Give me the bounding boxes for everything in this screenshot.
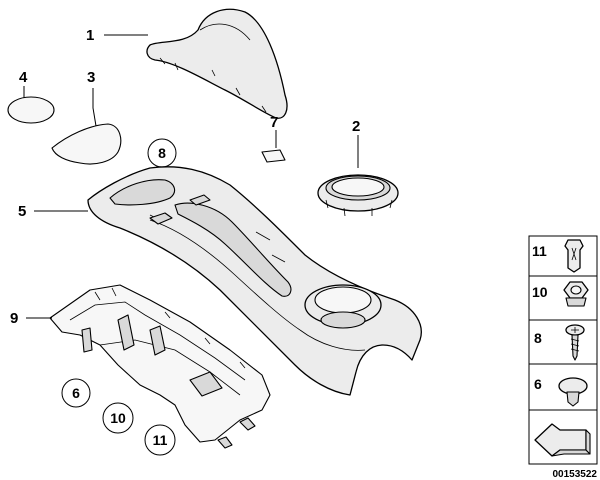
part-9-support-bracket	[49, 284, 271, 449]
callout-9: 9	[10, 310, 18, 327]
circled-callout-6: 6	[61, 378, 91, 408]
svg-text:8: 8	[158, 145, 166, 161]
diagram-code: 00153522	[553, 469, 598, 480]
circled-callout-10: 10	[102, 402, 134, 434]
callout-1: 1	[86, 27, 94, 44]
leader-line-3	[92, 88, 97, 127]
legend-row-8: 8	[534, 324, 585, 361]
callout-3: 3	[87, 69, 95, 86]
part-2-trim-ring	[317, 174, 399, 217]
svg-text:11: 11	[532, 243, 547, 259]
svg-text:8: 8	[534, 330, 542, 346]
hex-nut-icon	[563, 281, 589, 307]
circled-callout-11: 11	[144, 424, 176, 456]
part-4-round-disc	[7, 96, 55, 124]
svg-text:6: 6	[72, 385, 80, 401]
callout-2: 2	[352, 118, 360, 135]
part-3-cover-insert	[51, 123, 122, 165]
svg-text:6: 6	[534, 376, 542, 392]
screw-icon	[565, 324, 585, 361]
fastener-legend: 11 10 8 6	[528, 235, 598, 465]
legend-row-10: 10	[532, 281, 589, 307]
legend-row-6: 6	[534, 376, 588, 407]
callout-7: 7	[270, 114, 278, 131]
callout-4: 4	[19, 69, 28, 86]
forward-arrow-icon	[534, 423, 591, 457]
circled-callout-8: 8	[147, 138, 177, 168]
svg-text:10: 10	[532, 284, 548, 300]
expanding-rivet-icon	[564, 239, 584, 273]
part-1-gear-lever-cover	[146, 8, 288, 119]
push-clip-icon	[558, 377, 588, 407]
svg-text:10: 10	[110, 410, 126, 426]
legend-row-11: 11	[532, 239, 584, 273]
callout-5: 5	[18, 203, 26, 220]
part-5-center-console	[87, 166, 422, 396]
part-7-small-pad	[261, 149, 286, 163]
svg-text:11: 11	[153, 432, 168, 448]
